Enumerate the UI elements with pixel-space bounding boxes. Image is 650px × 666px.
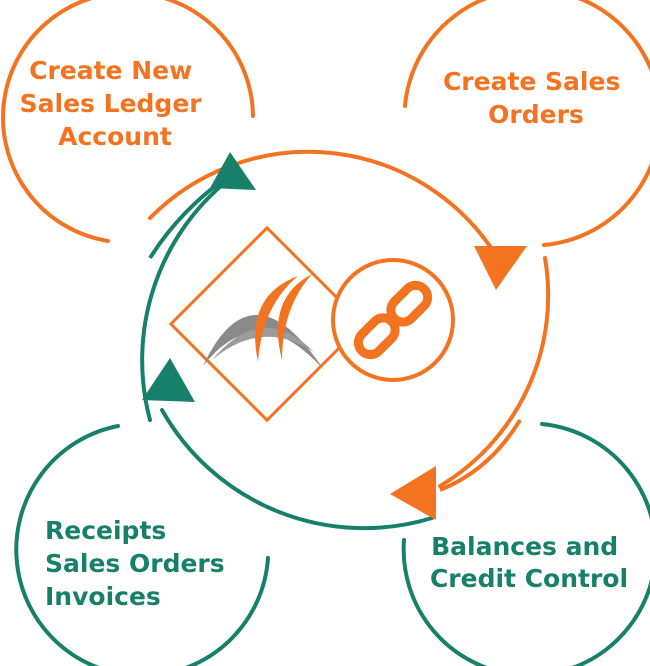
center-logo [168, 225, 455, 423]
bubble-create-sales-orders [403, 0, 650, 247]
label-create-sales-orders-line-2: Orders [488, 100, 584, 129]
globe-arc-gray-1 [203, 314, 324, 370]
globe-arc-orange-2 [277, 274, 312, 360]
arrow-to-create-sales-orders [474, 246, 527, 290]
arrow-to-receipts [142, 358, 195, 402]
bubble-receipts [14, 424, 270, 666]
bubble-balances [401, 422, 650, 666]
label-create-sales-orders: Create Sales Orders [443, 67, 629, 129]
label-balances-line-1: Balances and [431, 532, 618, 561]
label-receipts-line-3: Invoices [45, 582, 161, 611]
chain-link-icon [353, 280, 433, 360]
label-receipts-line-2: Sales Orders [45, 549, 225, 578]
arrow-to-balances [390, 466, 436, 520]
cycle-arc-right [438, 256, 551, 488]
globe-arc-gray-2 [212, 327, 314, 360]
label-create-new-account-line-2: Sales Ledger [20, 89, 203, 118]
bubble-create-new-account [1, 0, 255, 243]
cycle-arc-bottom [160, 408, 434, 531]
label-balances: Balances and Credit Control [430, 532, 628, 593]
cycle-arc-left [140, 178, 230, 422]
label-create-new-account: Create New Sales Ledger Account [20, 56, 211, 151]
globe-arc-orange-1 [255, 276, 298, 362]
bubble-balances-outline [401, 422, 650, 666]
label-create-new-account-line-1: Create New [29, 56, 192, 85]
bubble-create-sales-orders-outline [403, 0, 650, 247]
cycle-arc-top [148, 149, 502, 264]
arrow-shaft-to-balances [439, 418, 522, 492]
link-badge [331, 258, 455, 382]
bubble-create-new-account-outline [1, 0, 255, 243]
main-cycle [140, 149, 551, 531]
label-receipts-line-1: Receipts [45, 516, 166, 545]
arc-globe-logo [203, 274, 324, 370]
bubble-receipts-outline [14, 424, 270, 666]
label-receipts: Receipts Sales Orders Invoices [45, 516, 233, 611]
arrow-shaft-to-create-new [148, 173, 232, 260]
label-create-sales-orders-line-1: Create Sales [443, 67, 620, 96]
label-balances-line-2: Credit Control [430, 564, 628, 593]
label-create-new-account-line-3: Account [58, 122, 172, 151]
